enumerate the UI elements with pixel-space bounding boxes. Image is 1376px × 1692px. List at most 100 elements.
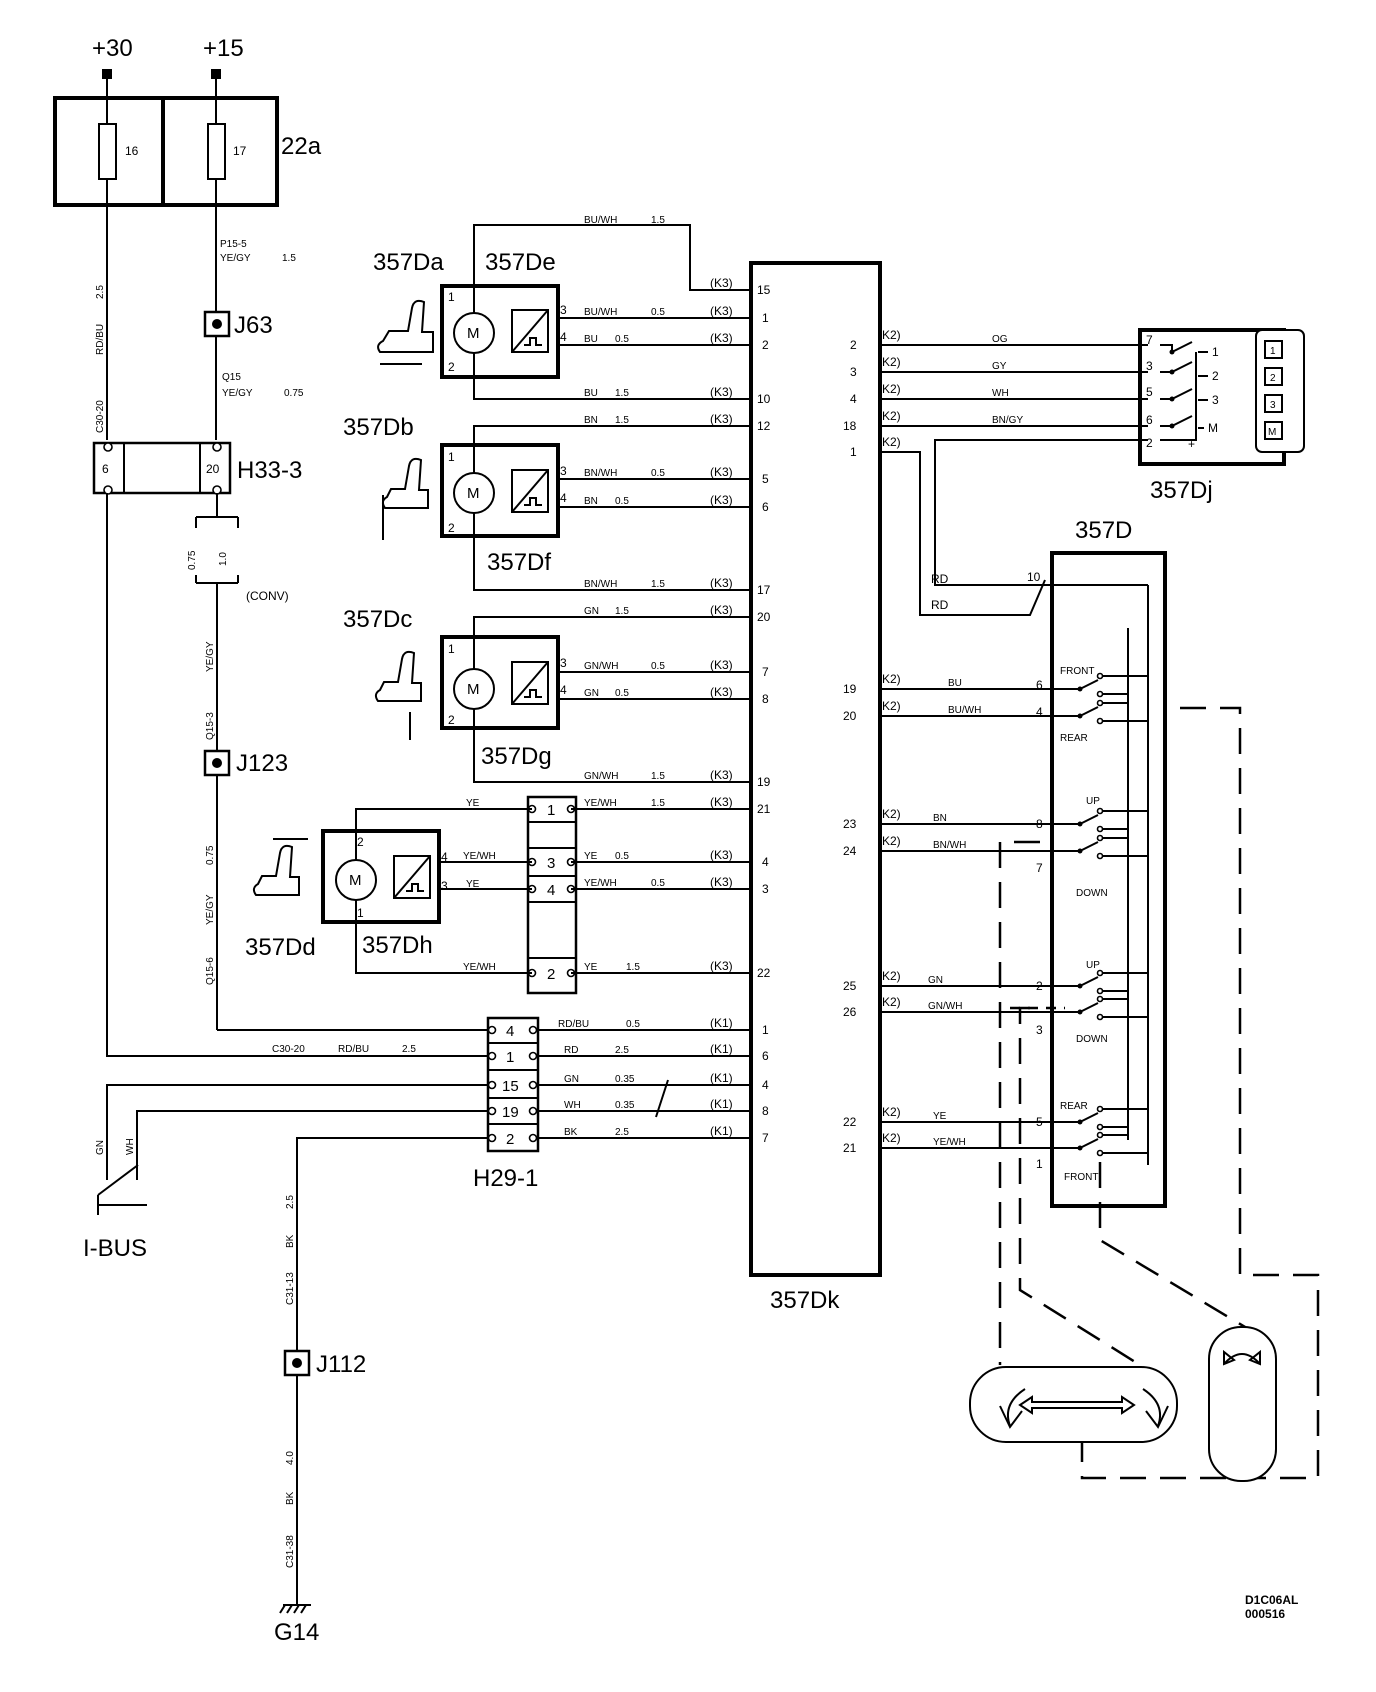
svg-text:1.0: 1.0 bbox=[218, 552, 229, 566]
svg-text:3: 3 bbox=[547, 855, 555, 872]
svg-text:YE/GY: YE/GY bbox=[205, 894, 216, 925]
svg-text:1: 1 bbox=[762, 311, 769, 325]
svg-text:4: 4 bbox=[762, 1078, 769, 1092]
svg-text:(K1): (K1) bbox=[710, 1071, 733, 1085]
svg-text:YE: YE bbox=[584, 962, 598, 973]
svg-text:J123: J123 bbox=[236, 750, 288, 777]
svg-text:GN: GN bbox=[564, 1074, 579, 1085]
svg-text:4: 4 bbox=[1036, 705, 1043, 719]
dk-r-1: 3(K2)GY bbox=[850, 355, 1007, 379]
svg-text:357Dk: 357Dk bbox=[770, 1287, 840, 1314]
svg-text:21: 21 bbox=[757, 802, 771, 816]
svg-text:357Db: 357Db bbox=[343, 414, 414, 441]
svg-text:BN/WH: BN/WH bbox=[933, 840, 966, 851]
svg-text:7: 7 bbox=[1036, 861, 1043, 875]
svg-text:GN: GN bbox=[584, 688, 599, 699]
w3-code: Q15 bbox=[222, 372, 241, 383]
svg-text:BN/WH: BN/WH bbox=[584, 468, 617, 479]
svg-text:GY: GY bbox=[992, 361, 1007, 372]
svg-text:20: 20 bbox=[843, 709, 857, 723]
memory-button-2[interactable] bbox=[1264, 367, 1283, 386]
svg-text:M: M bbox=[1208, 421, 1218, 435]
svg-text:GN/WH: GN/WH bbox=[928, 1001, 962, 1012]
svg-text:0.5: 0.5 bbox=[615, 851, 629, 862]
splice-j63: J63 bbox=[203, 310, 273, 339]
left-wire-labels: 2.5 RD/BU C30-20 P15-5 YE/GY 1.5 Q15 YE/… bbox=[95, 239, 304, 433]
svg-text:OG: OG bbox=[992, 334, 1008, 345]
dk-r-11: 22(K2)YE bbox=[843, 1105, 947, 1129]
svg-text:RD/BU: RD/BU bbox=[558, 1019, 589, 1030]
svg-text:17: 17 bbox=[757, 583, 771, 597]
svg-text:2: 2 bbox=[762, 338, 769, 352]
svg-text:1.5: 1.5 bbox=[615, 606, 629, 617]
svg-text:357Dj: 357Dj bbox=[1150, 477, 1213, 504]
svg-text:6: 6 bbox=[1146, 413, 1153, 427]
w2-size: 1.5 bbox=[282, 253, 296, 264]
svg-text:BN/GY: BN/GY bbox=[992, 415, 1023, 426]
svg-text:M: M bbox=[467, 681, 480, 698]
svg-text:C31-13: C31-13 bbox=[285, 1272, 296, 1305]
svg-text:0.5: 0.5 bbox=[615, 334, 629, 345]
supply-30-label: +30 bbox=[92, 35, 133, 62]
svg-text:1.5: 1.5 bbox=[651, 215, 665, 226]
svg-text:2: 2 bbox=[850, 338, 857, 352]
svg-text:357Dd: 357Dd bbox=[245, 934, 316, 961]
memory-button-1[interactable] bbox=[1264, 340, 1283, 359]
svg-text:M: M bbox=[467, 485, 480, 502]
control-module-357dk: 357Dk bbox=[749, 261, 882, 1314]
svg-text:7: 7 bbox=[762, 665, 769, 679]
svg-text:BK: BK bbox=[564, 1127, 578, 1138]
svg-text:6: 6 bbox=[762, 1049, 769, 1063]
dk-right-labels: 2(K2)OG 3(K2)GY 4(K2)WH 18(K2)BN/GY 1(K2… bbox=[843, 328, 1023, 1155]
dk-r-8: 24(K2)BN/WH bbox=[843, 834, 966, 858]
motor-357dd: M 2 1 4 3 357Dd 357Dh bbox=[245, 829, 448, 961]
svg-text:(K3): (K3) bbox=[710, 276, 733, 290]
memory-button-3[interactable] bbox=[1264, 394, 1283, 413]
svg-text:(K3): (K3) bbox=[710, 304, 733, 318]
svg-text:2: 2 bbox=[1036, 979, 1043, 993]
svg-text:19: 19 bbox=[502, 1104, 519, 1121]
svg-text:RD: RD bbox=[564, 1045, 578, 1056]
svg-text:D1C06AL: D1C06AL bbox=[1245, 1593, 1298, 1607]
svg-text:1: 1 bbox=[448, 450, 455, 464]
svg-text:(K3): (K3) bbox=[710, 959, 733, 973]
svg-text:0.35: 0.35 bbox=[615, 1074, 635, 1085]
svg-text:3: 3 bbox=[1146, 359, 1153, 373]
svg-text:1: 1 bbox=[547, 802, 555, 819]
svg-text:J63: J63 bbox=[234, 312, 273, 339]
dk-right-wires bbox=[880, 344, 1148, 1149]
svg-text:1: 1 bbox=[1212, 345, 1219, 359]
w3-color: YE/GY bbox=[222, 388, 253, 399]
svg-text:(K1): (K1) bbox=[710, 1042, 733, 1056]
dk-r-4: 1(K2) bbox=[850, 435, 901, 459]
svg-text:3: 3 bbox=[1270, 400, 1276, 411]
motor-357db: 357Db M 1 2 3 4 357Df bbox=[343, 414, 567, 576]
memory-button-m[interactable] bbox=[1264, 421, 1283, 440]
svg-text:YE/WH: YE/WH bbox=[584, 878, 617, 889]
svg-text:22: 22 bbox=[757, 966, 771, 980]
svg-text:0.5: 0.5 bbox=[615, 496, 629, 507]
svg-text:0.5: 0.5 bbox=[651, 468, 665, 479]
svg-text:19: 19 bbox=[843, 682, 857, 696]
svg-text:26: 26 bbox=[843, 1005, 857, 1019]
svg-text:15: 15 bbox=[502, 1078, 519, 1095]
recline-arrow-icon bbox=[1223, 1353, 1261, 1365]
svg-text:REAR: REAR bbox=[1060, 1101, 1088, 1112]
fuse-17-label: 17 bbox=[233, 144, 247, 158]
power-supply: +30 +15 bbox=[92, 35, 244, 440]
svg-text:2.5: 2.5 bbox=[615, 1127, 629, 1138]
svg-text:(K3): (K3) bbox=[710, 848, 733, 862]
svg-text:(K3): (K3) bbox=[710, 465, 733, 479]
svg-text:DOWN: DOWN bbox=[1076, 1034, 1108, 1045]
svg-text:(K3): (K3) bbox=[710, 875, 733, 889]
svg-text:21: 21 bbox=[843, 1141, 857, 1155]
h29-input-wires: C30-20 RD/BU 2.5 GN WH I-BUS bbox=[83, 493, 488, 1480]
svg-text:RD/BU: RD/BU bbox=[338, 1044, 369, 1055]
svg-text:(K3): (K3) bbox=[710, 576, 733, 590]
